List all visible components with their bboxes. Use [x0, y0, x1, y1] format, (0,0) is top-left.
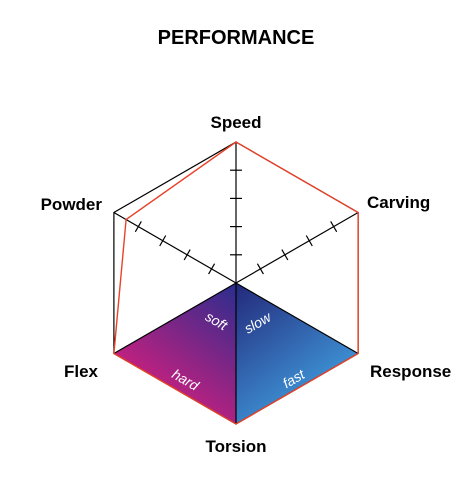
axis-label-powder: Powder	[41, 195, 103, 214]
flex-region	[113, 283, 236, 424]
spoke-response	[235, 282, 359, 355]
tick-carving-4	[330, 221, 338, 233]
tick-carving-1	[256, 263, 264, 275]
spoke-flex	[113, 282, 237, 355]
axis-label-response: Response	[370, 362, 451, 381]
axis-label-torsion: Torsion	[205, 437, 266, 456]
spoke-powder	[113, 211, 237, 284]
tick-powder-1	[208, 263, 216, 275]
tick-carving-2	[281, 249, 289, 261]
axis-label-flex: Flex	[64, 362, 99, 381]
chart-title: PERFORMANCE	[158, 27, 315, 49]
tick-powder-4	[134, 221, 142, 233]
axis-label-carving: Carving	[367, 193, 430, 212]
tick-carving-3	[305, 235, 313, 247]
tick-powder-3	[159, 235, 167, 247]
response-region	[236, 283, 359, 424]
spoke-carving	[235, 211, 359, 284]
tick-powder-2	[183, 249, 191, 261]
series-line-0	[113, 141, 359, 425]
axis-label-speed: Speed	[210, 113, 261, 132]
